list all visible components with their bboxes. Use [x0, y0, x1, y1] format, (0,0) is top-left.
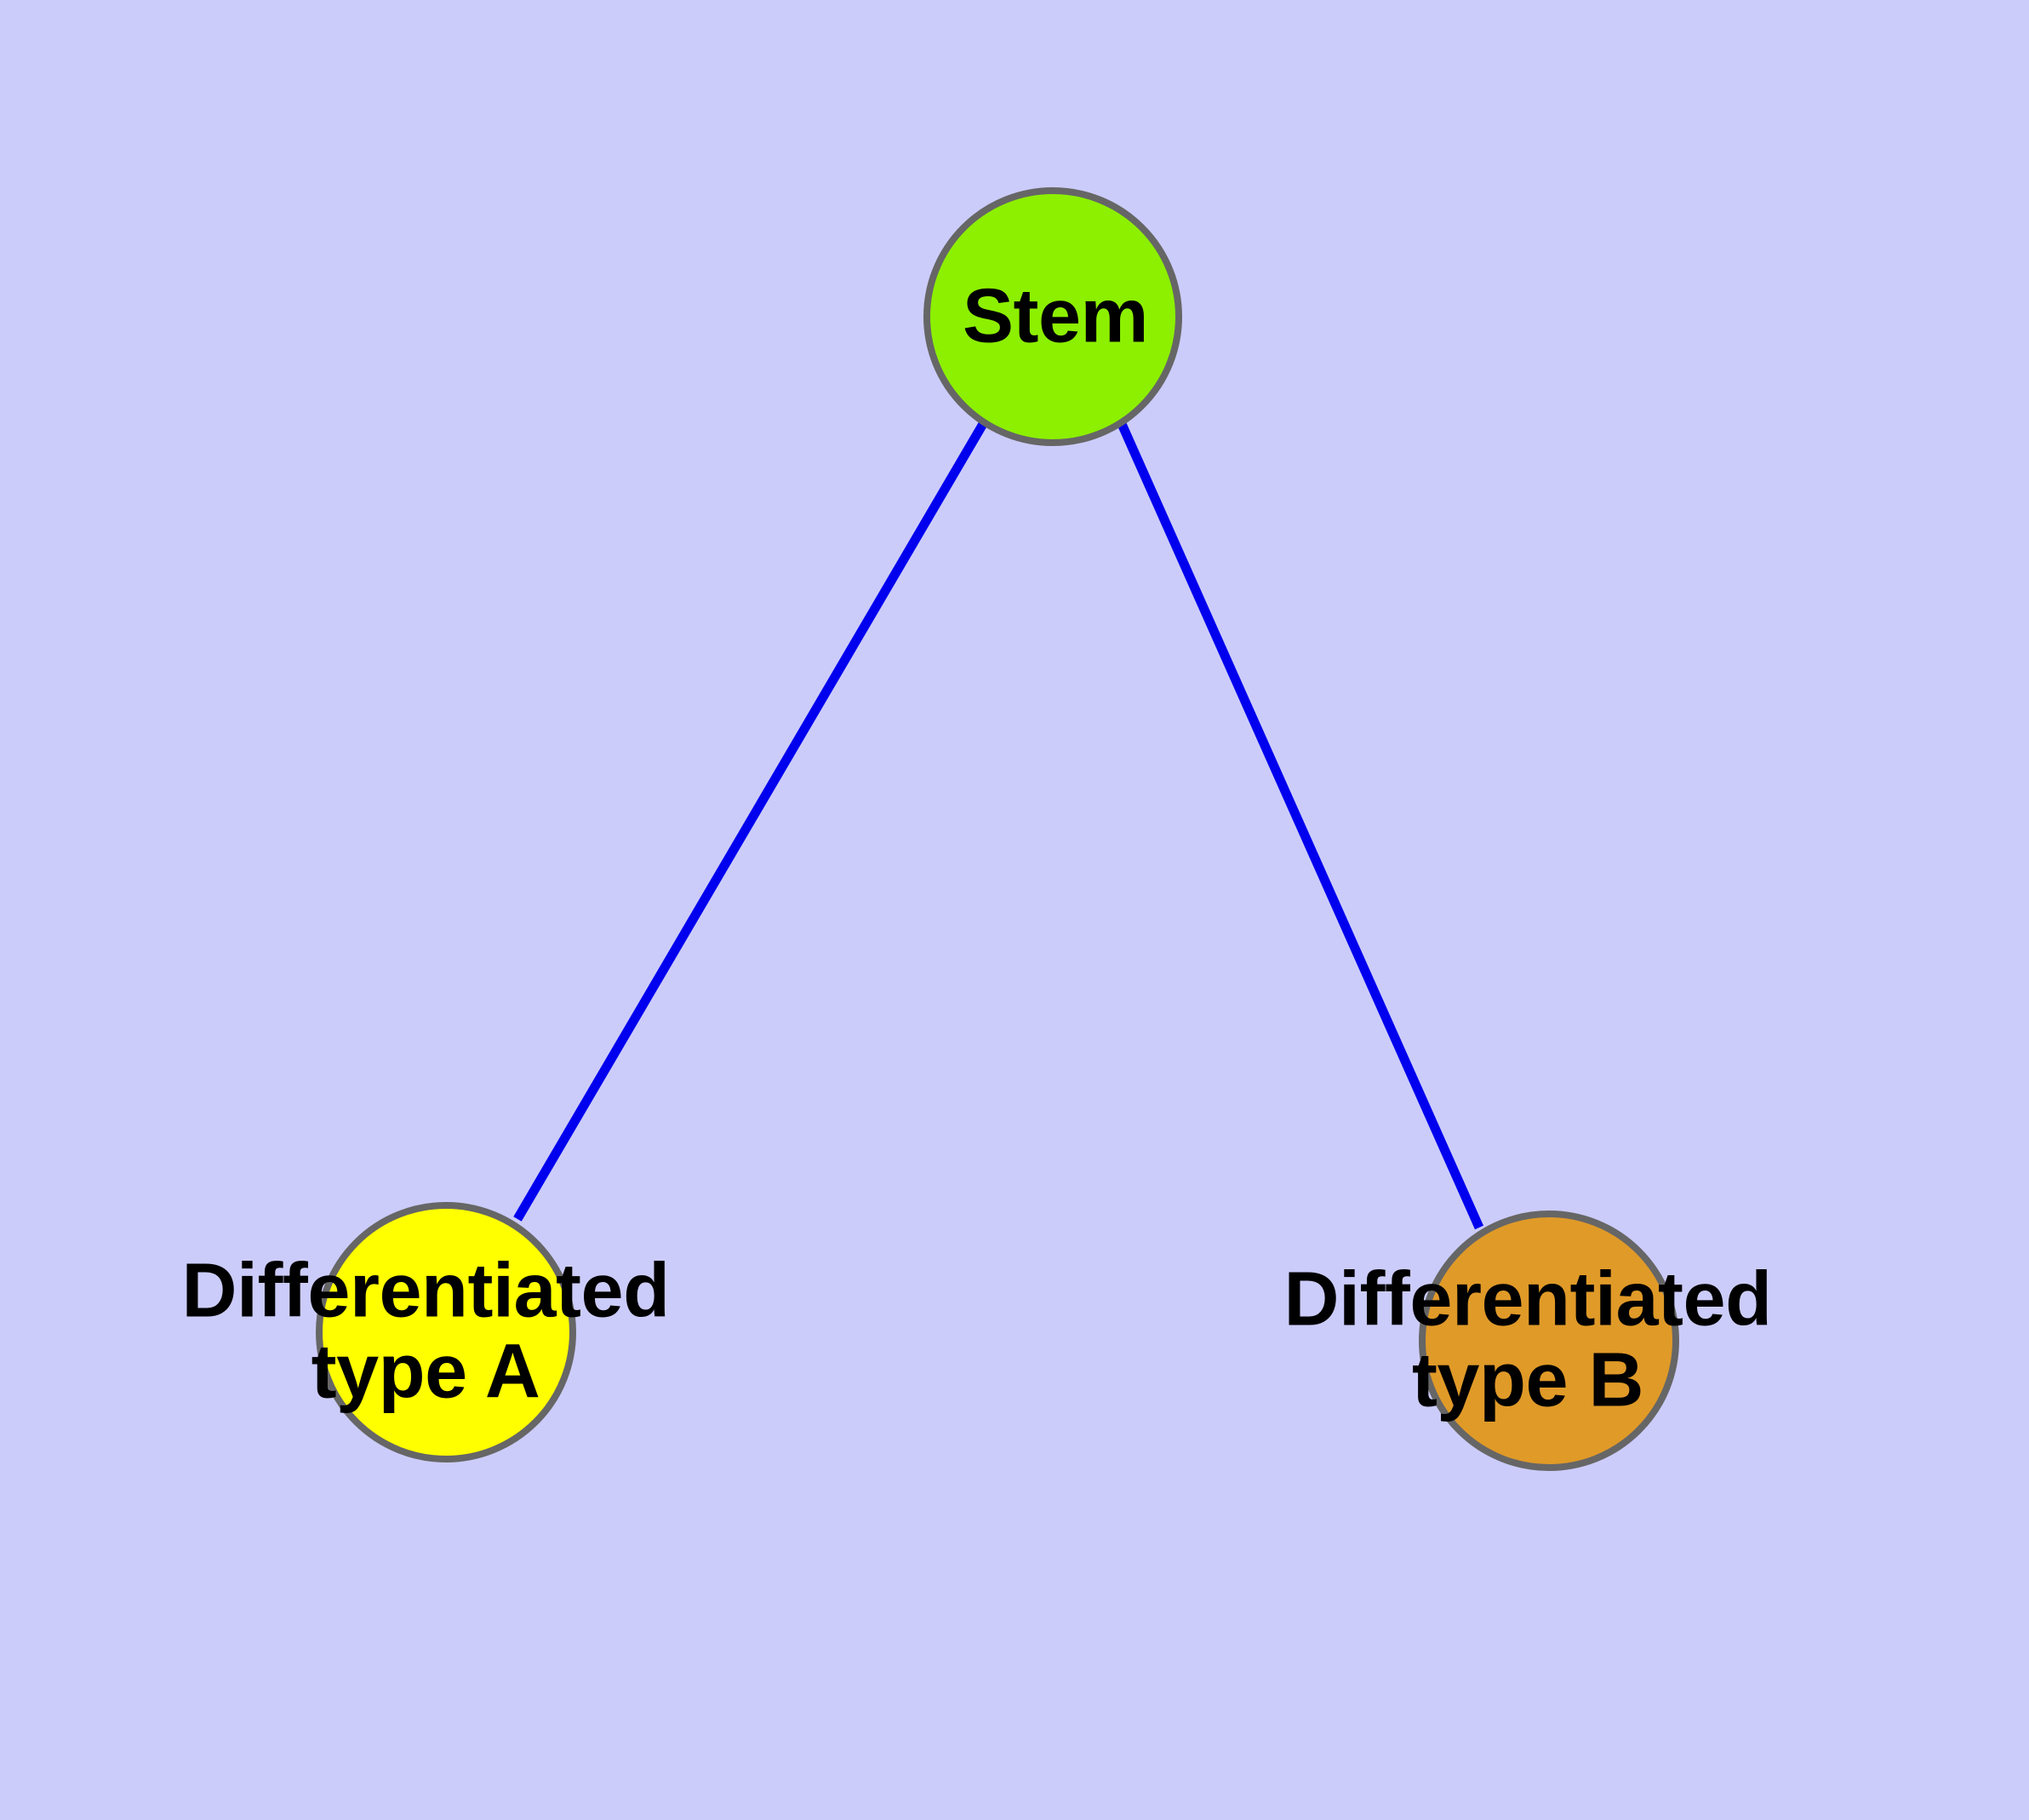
- node-differentiated-type-b[interactable]: [1419, 1210, 1679, 1471]
- edge-stem-to-type-b[interactable]: [1117, 421, 1484, 1230]
- node-stem[interactable]: [923, 187, 1182, 446]
- edge-layer: [513, 421, 1484, 1230]
- node-layer: [316, 187, 1679, 1471]
- edge-stem-to-type-a[interactable]: [513, 421, 987, 1222]
- node-differentiated-type-a[interactable]: [316, 1202, 576, 1462]
